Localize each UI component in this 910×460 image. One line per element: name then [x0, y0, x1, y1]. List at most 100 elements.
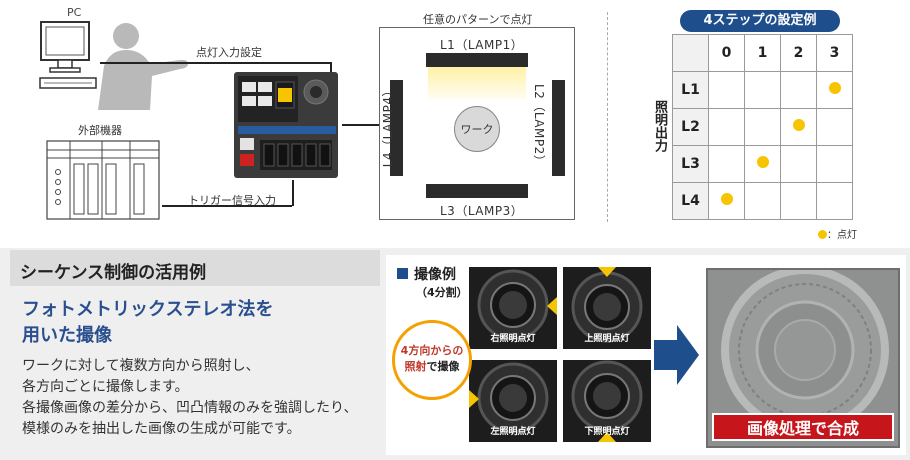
- composite-tire-icon: [721, 270, 889, 434]
- table-row-header: L2: [672, 108, 709, 146]
- badge-line1: 4方向からの: [400, 344, 464, 357]
- tire-image-icon: [571, 271, 643, 343]
- table-cell: [780, 145, 817, 183]
- lamp-l4-label: L4（LAMP4）: [381, 84, 395, 168]
- lamp-l4-bar: [390, 80, 403, 176]
- controller-lamp-line: [342, 124, 379, 126]
- method-title-line2: 用いた撮像: [22, 325, 112, 346]
- description-line: ワークに対して複数方向から照射し、: [22, 358, 260, 374]
- table-row: L4: [672, 182, 853, 220]
- table-cell: [780, 182, 817, 220]
- table-row-header: L4: [672, 182, 709, 220]
- output-axis-label: 照明出力: [652, 100, 667, 152]
- external-device-icon: [46, 140, 160, 220]
- example-title: 撮像例: [397, 264, 456, 284]
- arrow-up-icon: [598, 432, 616, 442]
- lamp-l1-beam: [428, 67, 526, 99]
- pc-link-drop: [330, 62, 332, 74]
- section-header-bar: [10, 250, 380, 286]
- table-col-header: 0: [708, 34, 745, 72]
- example-title-text: 撮像例: [414, 267, 456, 283]
- trigger-link-line: [162, 205, 292, 207]
- lighting-setting-label: 点灯入力設定: [196, 46, 262, 59]
- result-label: 画像処理で合成: [712, 413, 894, 441]
- big-arrow-icon: [654, 340, 678, 370]
- table-cell: [816, 71, 853, 109]
- table-col-header: 1: [744, 34, 781, 72]
- tire-image-icon: [477, 362, 549, 434]
- tile-top-lit: 上照明点灯: [563, 267, 651, 349]
- lit-dot-icon: [720, 193, 733, 205]
- table-cell: [816, 145, 853, 183]
- lamp-l2-bar: [552, 80, 565, 176]
- arrow-down-icon: [598, 267, 616, 277]
- table-cell: [708, 108, 745, 146]
- table-cell: [744, 182, 781, 220]
- square-bullet-icon: [397, 268, 408, 279]
- section-title: シーケンス制御の活用例: [20, 263, 207, 283]
- table-cell: [780, 71, 817, 109]
- lamp-l1-label: L1（LAMP1）: [440, 38, 524, 52]
- table-row-header: L3: [672, 145, 709, 183]
- pc-link-line: [100, 62, 330, 64]
- operator-silhouette: [98, 23, 188, 110]
- lamp-l1-bar: [426, 53, 528, 67]
- example-subtitle: （4分割）: [416, 286, 468, 299]
- table-cell: [816, 108, 853, 146]
- description: ワークに対して複数方向から照射し、 各方向ごとに撮像します。 各撮像画像の差分か…: [22, 356, 357, 440]
- table-cell: [816, 182, 853, 220]
- table-cell: [708, 145, 745, 183]
- arrow-left-icon: [469, 390, 479, 408]
- table-row: L2: [672, 108, 853, 146]
- tile-left-lit: 左照明点灯: [469, 360, 557, 442]
- lamp-panel-title: 任意のパターンで点灯: [423, 13, 533, 26]
- lamp-l3-bar: [426, 184, 528, 198]
- lit-dot-icon: [828, 82, 841, 94]
- tile-label: 左照明点灯: [490, 427, 536, 437]
- badge-line2a: 照射: [404, 360, 427, 373]
- method-title: フォトメトリックステレオ法を 用いた撮像: [22, 297, 273, 349]
- lamp-panel: L1（LAMP1） L4（LAMP4） L2（LAMP2） ワーク L3（LAM…: [379, 27, 575, 220]
- badge-line2b: で撮像: [426, 360, 460, 373]
- divider-dotted: [607, 12, 608, 222]
- four-direction-badge: 4方向からの 照射で撮像: [392, 320, 472, 400]
- table-cell: [744, 71, 781, 109]
- trigger-label: トリガー信号入力: [188, 194, 276, 207]
- tire-image-icon: [477, 269, 549, 341]
- legend: ：点灯: [818, 226, 857, 241]
- table-col-header: 3: [816, 34, 853, 72]
- table-row: L3: [672, 145, 853, 183]
- big-arrow-head-icon: [677, 325, 699, 385]
- work-disc: ワーク: [454, 106, 500, 152]
- description-line: 模様のみを抽出した画像の生成が可能です。: [22, 421, 301, 437]
- description-line: 各方向ごとに撮像します。: [22, 379, 189, 395]
- lamp-l2-label: L2（LAMP2）: [532, 84, 546, 168]
- lit-dot-icon: [792, 119, 805, 131]
- badge-text: 4方向からの 照射で撮像: [395, 343, 469, 375]
- table-col-header: 2: [780, 34, 817, 72]
- tile-label: 右照明点灯: [490, 334, 536, 344]
- external-device-label: 外部機器: [78, 124, 122, 137]
- table-row-header: L1: [672, 71, 709, 109]
- lamp-l3-label: L3（LAMP3）: [440, 204, 524, 218]
- tile-label: 下照明点灯: [584, 427, 630, 437]
- legend-text: ：点灯: [827, 230, 857, 241]
- table-row: L1: [672, 71, 853, 109]
- step-table-title: 4ステップの設定例: [680, 10, 840, 32]
- controller-device: [234, 72, 338, 178]
- description-line: 各撮像画像の差分から、凹凸情報のみを強調したり、: [22, 400, 358, 416]
- tile-bottom-lit: 下照明点灯: [563, 360, 651, 442]
- tire-image-icon: [571, 360, 643, 432]
- table-cell: [780, 108, 817, 146]
- table-cell: [744, 145, 781, 183]
- legend-dot-icon: [818, 230, 827, 239]
- method-title-line1: フォトメトリックステレオ法を: [22, 299, 274, 320]
- tile-right-lit: 右照明点灯: [469, 267, 557, 349]
- table-corner-cell: [672, 34, 709, 72]
- arrow-right-icon: [547, 297, 557, 315]
- lit-dot-icon: [756, 156, 769, 168]
- step-table: 0 1 2 3 L1 L2 L3 L4: [672, 34, 853, 220]
- work-label: ワーク: [460, 123, 494, 136]
- trigger-link-rise: [292, 180, 294, 206]
- table-cell: [744, 108, 781, 146]
